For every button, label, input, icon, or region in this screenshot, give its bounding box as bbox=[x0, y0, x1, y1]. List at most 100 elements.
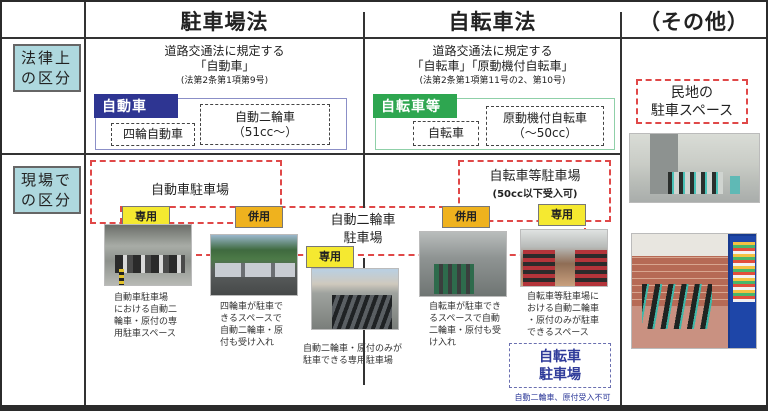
legal-parking-law-line1: 道路交通法に規定する bbox=[164, 44, 285, 58]
caption-car-shared: 四輪車が駐車で きるスペースで 自動二輪車・原 付も受け入れ bbox=[220, 301, 300, 349]
type-moped-cc: （～50cc） bbox=[512, 126, 578, 140]
caption-line: 自転車等駐車場に bbox=[527, 292, 600, 302]
photo-motorcycles bbox=[115, 255, 185, 273]
badge-car-shared: 併用 bbox=[235, 206, 283, 228]
caption-line: け入れ bbox=[429, 338, 457, 348]
zone-moto-line-top bbox=[120, 206, 455, 208]
photo-scooter-rows-right bbox=[575, 250, 607, 286]
type-motorcycle: 自動二輪車 （51cc～） bbox=[200, 104, 330, 145]
photo-motorcycle-rows bbox=[332, 295, 392, 329]
row-label-legal-line1: 法律上 bbox=[21, 49, 73, 67]
photo-sign bbox=[730, 176, 740, 194]
caption-line: 駐車できる専用駐車場 bbox=[303, 356, 393, 366]
legal-parking-law-line2: 「自動車」 bbox=[194, 59, 255, 73]
photo-cars bbox=[215, 263, 295, 277]
caption-bike-exclusive: 自転車等駐車場に おける自動二輪車 ・原付のみが駐車 できるスペース bbox=[527, 291, 612, 339]
badge-car-exclusive: 専用 bbox=[122, 206, 170, 228]
row-label-legal: 法律上 の区分 bbox=[13, 44, 81, 92]
photo-bollard bbox=[119, 269, 124, 285]
zone-moto-line-left bbox=[120, 206, 122, 224]
category-tag-bicycle: 自転車等 bbox=[373, 94, 457, 118]
photo-scooters-2 bbox=[642, 284, 712, 329]
zone-bicycle-parking bbox=[458, 160, 611, 222]
row-label-field-line1: 現場で bbox=[21, 171, 73, 189]
caption-line: おける自動二輪車 bbox=[527, 304, 600, 314]
private-parking-line1: 民地の bbox=[671, 84, 713, 101]
row-label-field: 現場で の区分 bbox=[13, 166, 81, 214]
header-divider bbox=[2, 37, 766, 39]
bicycle-only-note: 自動二輪車、原付受入不可 bbox=[514, 393, 611, 402]
badge-bike-exclusive: 専用 bbox=[538, 204, 586, 226]
photo-scooter-rows-left bbox=[523, 250, 555, 286]
bicycle-only-line1: 自転車 bbox=[539, 348, 581, 365]
legal-bicycle-law-ref: (法第2条第1項第11号の2、第10号) bbox=[419, 76, 566, 86]
photo-vending-machine bbox=[728, 234, 756, 348]
zone-moto-line-mid bbox=[196, 254, 536, 256]
private-parking-line2: 駐車スペース bbox=[650, 102, 734, 119]
badge-moto-exclusive: 専用 bbox=[306, 246, 354, 268]
zone-label-moto-parking: 自動二輪車 駐車場 bbox=[308, 212, 418, 248]
zone-label-car-parking: 自動車駐車場 bbox=[150, 183, 229, 198]
row-label-field-line2: の区分 bbox=[21, 191, 73, 209]
col-divider-label bbox=[84, 2, 86, 405]
caption-line: 輪車・原付の専 bbox=[114, 317, 178, 327]
caption-moto-exclusive: 自動二輪車・原付のみが 駐車できる専用駐車場 bbox=[303, 343, 423, 367]
photo-scooters bbox=[668, 172, 723, 194]
column-title-bicycle-law: 自転車法 bbox=[448, 10, 537, 34]
category-tag-automobile: 自動車 bbox=[94, 94, 178, 118]
private-parking-label-box: 民地の 駐車スペース bbox=[636, 79, 748, 124]
type-bicycle-label: 自転車 bbox=[427, 126, 464, 140]
column-title-parking-law: 駐車場法 bbox=[180, 10, 269, 34]
photo-bike-shared bbox=[419, 231, 507, 297]
zone-label-moto-line1: 自動二輪車 bbox=[330, 213, 396, 228]
photo-moto-exclusive bbox=[311, 268, 399, 330]
caption-line: 自動二輪車・原付のみが bbox=[303, 344, 403, 354]
caption-line: 四輪車が駐車で bbox=[220, 302, 284, 312]
row-divider bbox=[2, 153, 622, 155]
type-moped-label: 原動機付自転車 bbox=[502, 111, 587, 125]
zone-label-moto-line2: 駐車場 bbox=[343, 231, 383, 246]
legal-bicycle-law-text: 道路交通法に規定する 「自転車」「原動機付自転車」 (法第2条第1項第11号の2… bbox=[365, 44, 620, 89]
col-divider-other bbox=[620, 12, 622, 405]
type-moped: 原動機付自転車 （～50cc） bbox=[486, 106, 604, 146]
photo-private-scooter-lot bbox=[629, 133, 760, 203]
column-title-other: （その他） bbox=[639, 10, 749, 34]
caption-line: るスペースで自動 bbox=[429, 314, 500, 324]
col-divider-law bbox=[363, 12, 365, 157]
photo-green-racks bbox=[434, 264, 474, 294]
caption-line: 自動二輪車・原 bbox=[220, 326, 284, 336]
photo-bike-exclusive bbox=[520, 229, 608, 287]
legal-bicycle-law-line2: 「自転車」「原動機付自転車」 bbox=[411, 59, 574, 73]
type-motorcycle-cc: （51cc～） bbox=[232, 124, 298, 139]
legal-bicycle-law-line1: 道路交通法に規定する bbox=[432, 44, 553, 58]
caption-line: きるスペースで bbox=[220, 314, 282, 324]
caption-line: 付も受け入れ bbox=[220, 338, 275, 348]
type-four-wheel: 四輪自動車 bbox=[111, 123, 195, 146]
bicycle-only-parking-box: 自転車 駐車場 bbox=[509, 343, 611, 388]
caption-line: 用駐車スペース bbox=[114, 329, 176, 339]
photo-private-scooter-vending bbox=[631, 233, 757, 349]
photo-vending-drinks bbox=[733, 242, 755, 302]
caption-line: における自動二 bbox=[114, 305, 178, 315]
caption-car-exclusive: 自動車駐車場 における自動二 輪車・原付の専 用駐車スペース bbox=[114, 292, 194, 340]
zone-label-bicycle-line2: (50cc以下受入可) bbox=[492, 189, 578, 200]
type-four-wheel-label: 四輪自動車 bbox=[122, 127, 183, 141]
zone-label-bicycle-parking: 自転車等駐車場 (50cc以下受入可) bbox=[470, 168, 600, 204]
type-bicycle: 自転車 bbox=[413, 121, 479, 146]
row-label-legal-line2: の区分 bbox=[21, 69, 73, 87]
photo-car-exclusive bbox=[104, 224, 192, 286]
photo-car-shared bbox=[210, 234, 298, 296]
zone-label-bicycle-line1: 自転車等駐車場 bbox=[489, 169, 581, 184]
type-motorcycle-label: 自動二輪車 bbox=[234, 109, 295, 124]
field-law-divider-upper bbox=[363, 153, 365, 208]
badge-bike-shared: 併用 bbox=[442, 206, 490, 228]
zone-car-parking bbox=[90, 160, 282, 224]
caption-line: ・原付のみが駐車 bbox=[527, 316, 600, 326]
caption-line: 自転車が駐車でき bbox=[429, 302, 502, 312]
caption-line: 自動車駐車場 bbox=[114, 293, 169, 303]
caption-bike-shared: 自転車が駐車でき るスペースで自動 二輪車・原付も受 け入れ bbox=[429, 301, 509, 349]
bicycle-only-line2: 駐車場 bbox=[539, 366, 581, 383]
caption-line: できるスペース bbox=[527, 328, 589, 338]
legal-parking-law-ref: (法第2条第1項第9号) bbox=[180, 76, 269, 86]
caption-line: 二輪車・原付も受 bbox=[429, 326, 502, 336]
